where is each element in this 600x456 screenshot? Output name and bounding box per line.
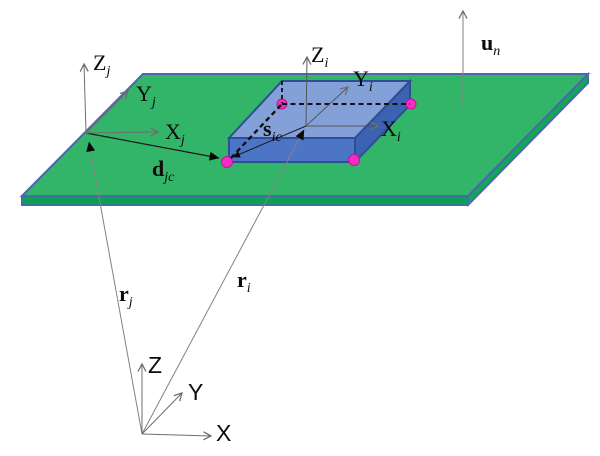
label-djc: djc (152, 156, 175, 185)
block-top-face (226, 80, 413, 139)
contact-dot-front-right (348, 154, 360, 166)
label-global-z: Z (148, 352, 162, 378)
block-front-face (228, 137, 356, 163)
label-yi: Yi (353, 66, 373, 95)
contact-points (221, 98, 417, 168)
axis-yi (305, 86, 350, 127)
vector-sic (232, 125, 307, 158)
global-frame-axes (137, 362, 213, 441)
label-yj: Yj (136, 81, 156, 110)
hidden-edges (229, 81, 410, 160)
axis-global-x (141, 431, 213, 441)
label-xj: Xj (165, 119, 185, 148)
label-global-x: X (216, 420, 231, 446)
plate-front-face (21, 195, 469, 206)
hidden-edge-bottom-left (229, 104, 282, 160)
frame-j-axes (79, 62, 160, 137)
axis-global-y (141, 392, 183, 435)
label-zi: Zi (311, 42, 328, 71)
vector-rj (86, 141, 143, 435)
frame-i-axes (302, 55, 380, 131)
label-ri: ri (237, 267, 251, 296)
axis-zi (302, 55, 312, 127)
label-rj: rj (119, 281, 133, 310)
position-vectors (86, 129, 305, 435)
axis-xj (85, 127, 160, 137)
label-un: un (481, 30, 500, 59)
label-xi: Xi (381, 116, 401, 145)
label-zj: Zj (93, 50, 110, 79)
axis-zj (79, 62, 89, 134)
contact-dot-front-left (221, 156, 233, 168)
contact-dot-back-right (405, 98, 417, 110)
axis-yj (85, 90, 129, 134)
labels: Zj Yj Xj Zi Yi Xi djc sic un rj ri Z Y X (93, 30, 500, 446)
contact-vectors (85, 125, 307, 161)
label-sic: sic (263, 116, 282, 145)
vector-ri (141, 129, 305, 435)
label-global-y: Y (188, 379, 203, 405)
vector-djc (85, 132, 220, 161)
